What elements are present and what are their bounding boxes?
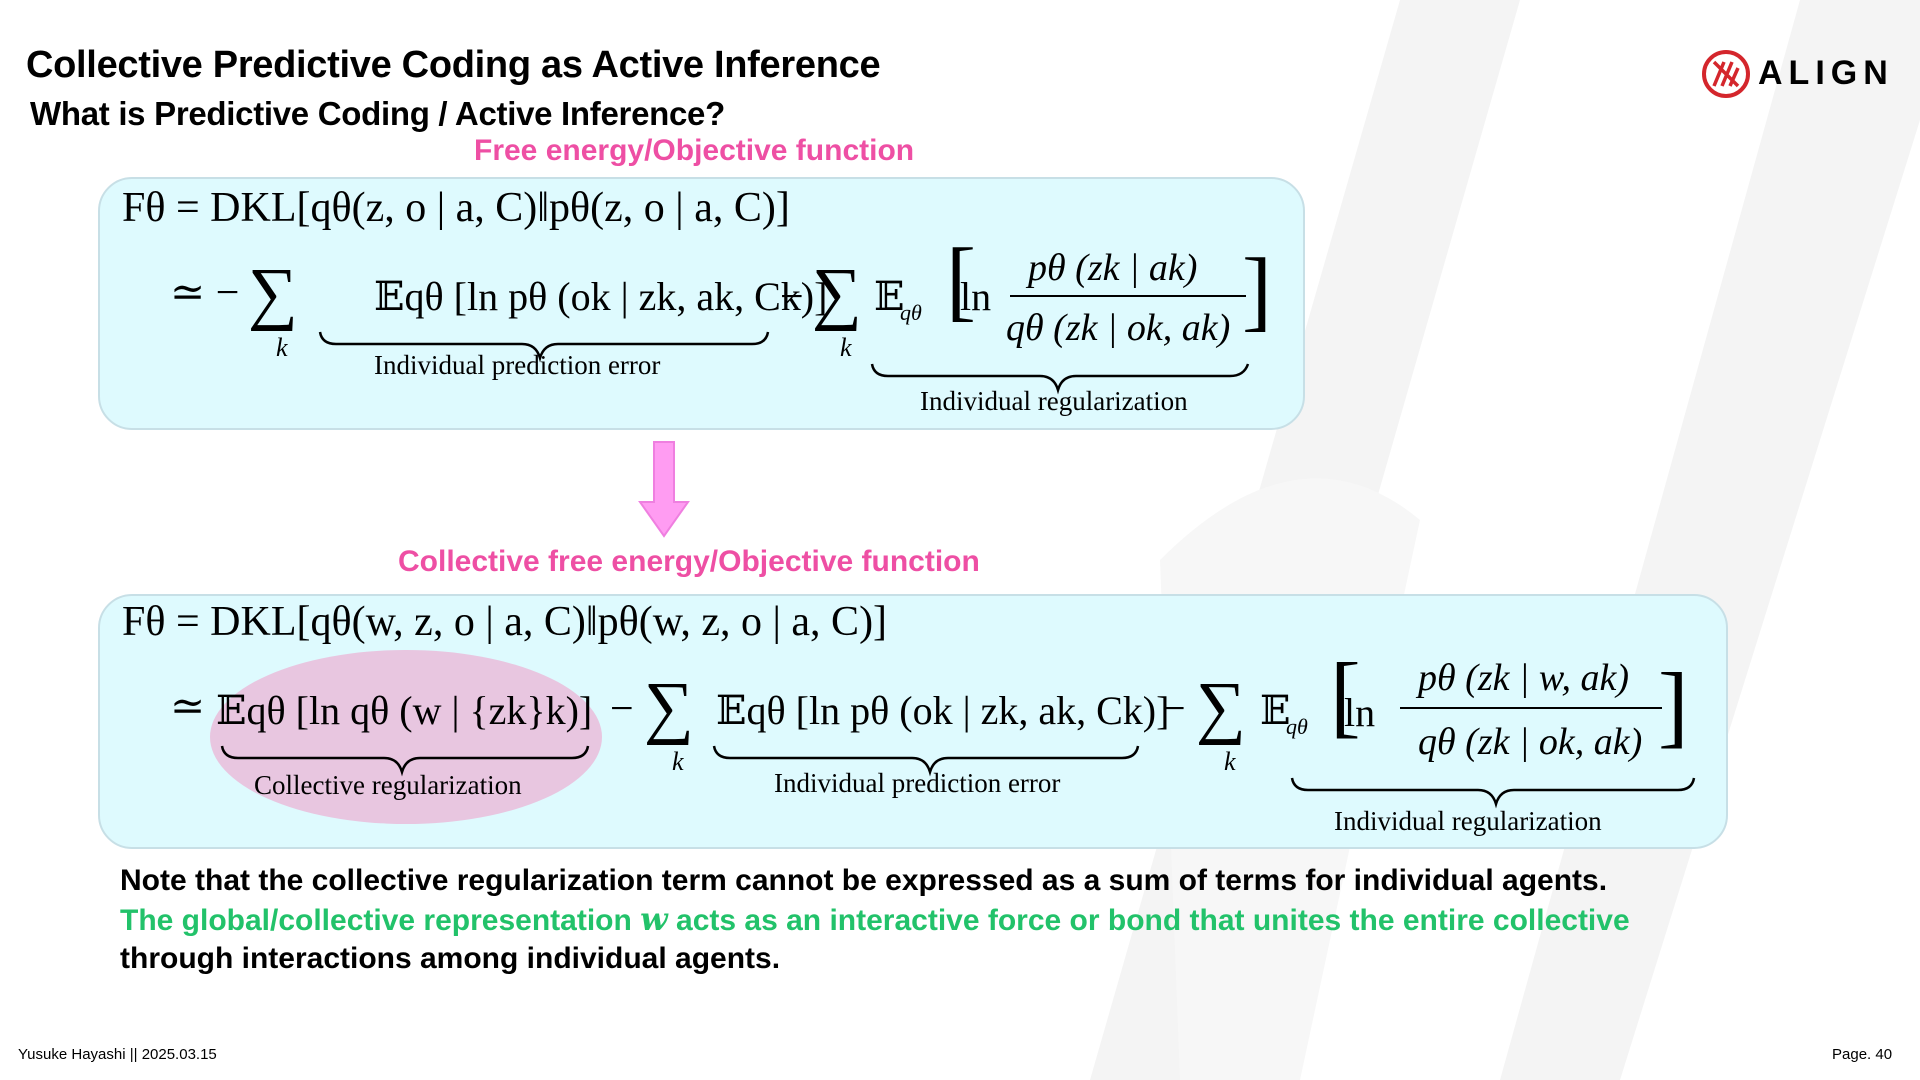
svg-text:qθ (zk | ok, ak): qθ (zk | ok, ak) bbox=[1418, 721, 1642, 763]
svg-text:𝔼: 𝔼 bbox=[874, 274, 905, 319]
svg-text:k: k bbox=[276, 333, 288, 362]
free-energy-equation-line2: ≃ − ∑ k 𝔼qθ [ln pθ (ok | zk, ak, Ck)] − … bbox=[170, 236, 1272, 395]
note-line-1: Note that the collective regularization … bbox=[120, 864, 1608, 897]
footer-author-date: Yusuke Hayashi || 2025.03.15 bbox=[18, 1046, 217, 1063]
svg-text:[: [ bbox=[1330, 648, 1361, 746]
svg-text:𝔼qθ [ln pθ (ok | zk, ak, Ck)]: 𝔼qθ [ln pθ (ok | zk, ak, Ck)] bbox=[716, 688, 1169, 733]
page-title: Collective Predictive Coding as Active I… bbox=[26, 44, 881, 86]
note-line-3: through interactions among individual ag… bbox=[120, 942, 781, 975]
note-line-2: The global/collective representation w a… bbox=[120, 900, 1630, 938]
svg-text:pθ (zk | w, ak): pθ (zk | w, ak) bbox=[1415, 657, 1629, 699]
prediction-error-term: 𝔼qθ [ln pθ (ok | zk, ak, Ck)] bbox=[374, 274, 827, 319]
collective-regularization-label: Collective regularization bbox=[254, 770, 522, 800]
note-paragraph: Note that the collective regularization … bbox=[120, 862, 1760, 978]
svg-text:∑: ∑ bbox=[1196, 669, 1246, 746]
free-energy-equation-box bbox=[98, 177, 1305, 430]
page-number: Page. 40 bbox=[1832, 1046, 1893, 1063]
svg-text:k: k bbox=[840, 333, 852, 362]
svg-text:∑: ∑ bbox=[812, 255, 862, 332]
individual-prediction-error-label-2: Individual prediction error bbox=[774, 768, 1061, 798]
collective-free-energy-equation-line1: Fθ = DKL[qθ(w, z, o | a, C)‖pθ(w, z, o |… bbox=[122, 599, 888, 645]
svg-text:qθ: qθ bbox=[1286, 714, 1308, 739]
svg-text:∑: ∑ bbox=[644, 669, 694, 746]
svg-text:k: k bbox=[672, 747, 684, 776]
free-energy-label: Free energy/Objective function bbox=[474, 134, 915, 167]
individual-regularization-label-2: Individual regularization bbox=[1334, 806, 1602, 836]
svg-text:−: − bbox=[1162, 686, 1186, 732]
collective-free-energy-equation-line2: ≃ 𝔼qθ [ln qθ (w | {zk}k)] − ∑ k 𝔼qθ [ln … bbox=[170, 648, 1696, 809]
collective-regularization-highlight bbox=[210, 650, 602, 824]
svg-text:]: ] bbox=[1658, 654, 1689, 756]
w-symbol: w bbox=[640, 900, 668, 938]
svg-text:−: − bbox=[780, 274, 804, 320]
svg-text:]: ] bbox=[1242, 241, 1272, 340]
svg-text:ln: ln bbox=[960, 274, 991, 319]
free-energy-equation-line1: Fθ = DKL[qθ(z, o | a, C)‖pθ(z, o | a, C)… bbox=[122, 185, 790, 231]
svg-text:pθ (zk | ak): pθ (zk | ak) bbox=[1025, 247, 1197, 289]
collective-free-energy-label: Collective free energy/Objective functio… bbox=[398, 545, 980, 578]
svg-text:ln: ln bbox=[1344, 690, 1375, 735]
svg-text:k: k bbox=[1224, 747, 1236, 776]
svg-text:−: − bbox=[610, 686, 634, 732]
svg-text:≃: ≃ bbox=[170, 684, 205, 730]
svg-text:∑: ∑ bbox=[248, 255, 298, 332]
svg-text:qθ (zk | ok, ak): qθ (zk | ok, ak) bbox=[1006, 307, 1230, 349]
down-arrow-icon bbox=[638, 441, 690, 538]
collective-regularization-term: 𝔼qθ [ln qθ (w | {zk}k)] bbox=[216, 688, 592, 733]
svg-text:[: [ bbox=[946, 236, 976, 330]
svg-text:qθ: qθ bbox=[900, 300, 922, 325]
svg-text:𝔼: 𝔼 bbox=[1260, 688, 1291, 733]
individual-prediction-error-label-1: Individual prediction error bbox=[374, 350, 661, 380]
svg-text:≃ −: ≃ − bbox=[170, 270, 239, 316]
align-logo-icon bbox=[1702, 50, 1750, 98]
individual-regularization-label-1: Individual regularization bbox=[920, 386, 1188, 416]
logo-text: ALIGN bbox=[1758, 54, 1894, 92]
page-subtitle: What is Predictive Coding / Active Infer… bbox=[30, 95, 725, 132]
